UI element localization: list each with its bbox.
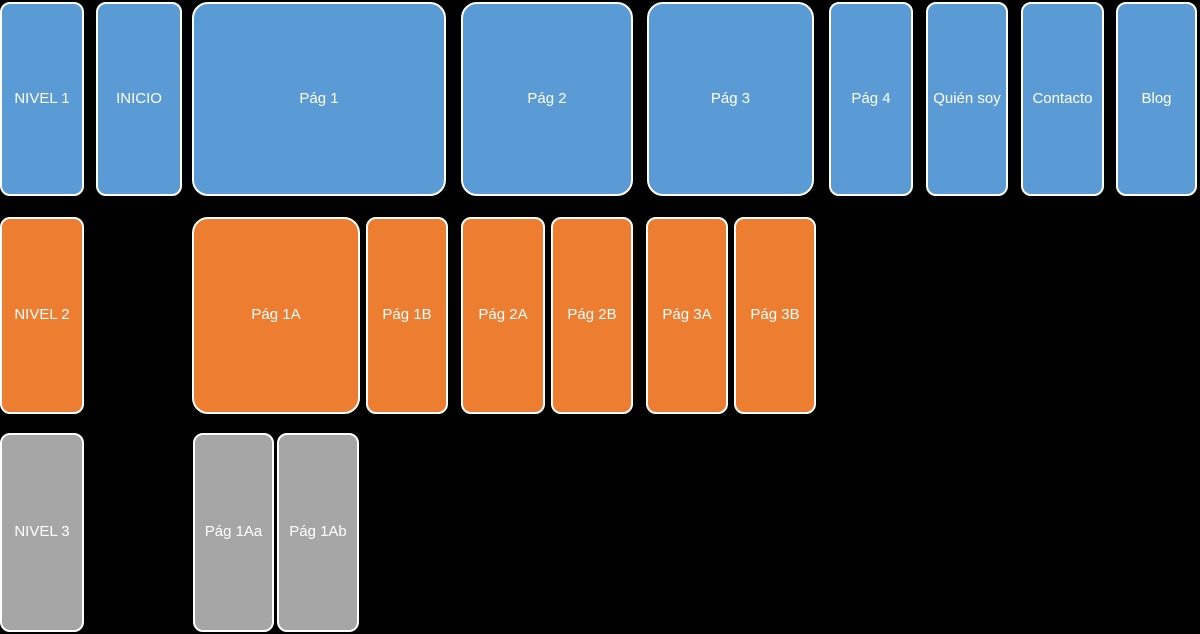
node-label: Pág 2B xyxy=(567,306,617,324)
node-label: Pág 2A xyxy=(478,306,528,324)
node-label: Contacto xyxy=(1032,89,1093,107)
node-pag-2a: Pág 2A xyxy=(461,217,545,414)
node-nivel-2: NIVEL 2 xyxy=(0,217,84,414)
node-quien-soy: Quién soy xyxy=(926,2,1008,196)
node-pag-1: Pág 1 xyxy=(192,2,446,196)
node-blog: Blog xyxy=(1116,2,1197,196)
node-label: Pág 1Ab xyxy=(289,523,347,541)
node-label: Pág 1Aa xyxy=(204,523,263,541)
node-label: Pág 2 xyxy=(527,89,567,107)
node-contacto: Contacto xyxy=(1021,2,1104,196)
node-pag-3: Pág 3 xyxy=(647,2,814,196)
node-label: Pág 3 xyxy=(710,89,751,107)
node-pag-1ab: Pág 1Ab xyxy=(277,433,359,632)
node-pag-1aa: Pág 1Aa xyxy=(193,433,274,632)
node-label: NIVEL 1 xyxy=(14,89,70,107)
node-nivel-3: NIVEL 3 xyxy=(0,433,84,632)
node-pag-3b: Pág 3B xyxy=(734,217,816,414)
node-label: INICIO xyxy=(116,89,162,107)
node-pag-1b: Pág 1B xyxy=(366,217,448,414)
node-pag-4: Pág 4 xyxy=(829,2,913,196)
node-label: Pág 1B xyxy=(382,306,432,324)
node-label: Pág 3B xyxy=(750,306,800,324)
node-label: NIVEL 2 xyxy=(14,306,70,324)
node-label: NIVEL 3 xyxy=(14,523,70,541)
node-label: Pág 3A xyxy=(662,306,712,324)
node-label: Pág 1 xyxy=(299,89,339,107)
node-inicio: INICIO xyxy=(96,2,182,196)
node-pag-2b: Pág 2B xyxy=(551,217,633,414)
node-label: Quién soy xyxy=(933,89,1001,107)
node-nivel-1: NIVEL 1 xyxy=(0,2,84,196)
node-pag-1a: Pág 1A xyxy=(192,217,360,414)
node-label: Pág 1A xyxy=(251,306,301,324)
node-label: Pág 4 xyxy=(851,89,891,107)
node-pag-2: Pág 2 xyxy=(461,2,633,196)
node-pag-3a: Pág 3A xyxy=(646,217,728,414)
node-label: Blog xyxy=(1141,89,1172,107)
